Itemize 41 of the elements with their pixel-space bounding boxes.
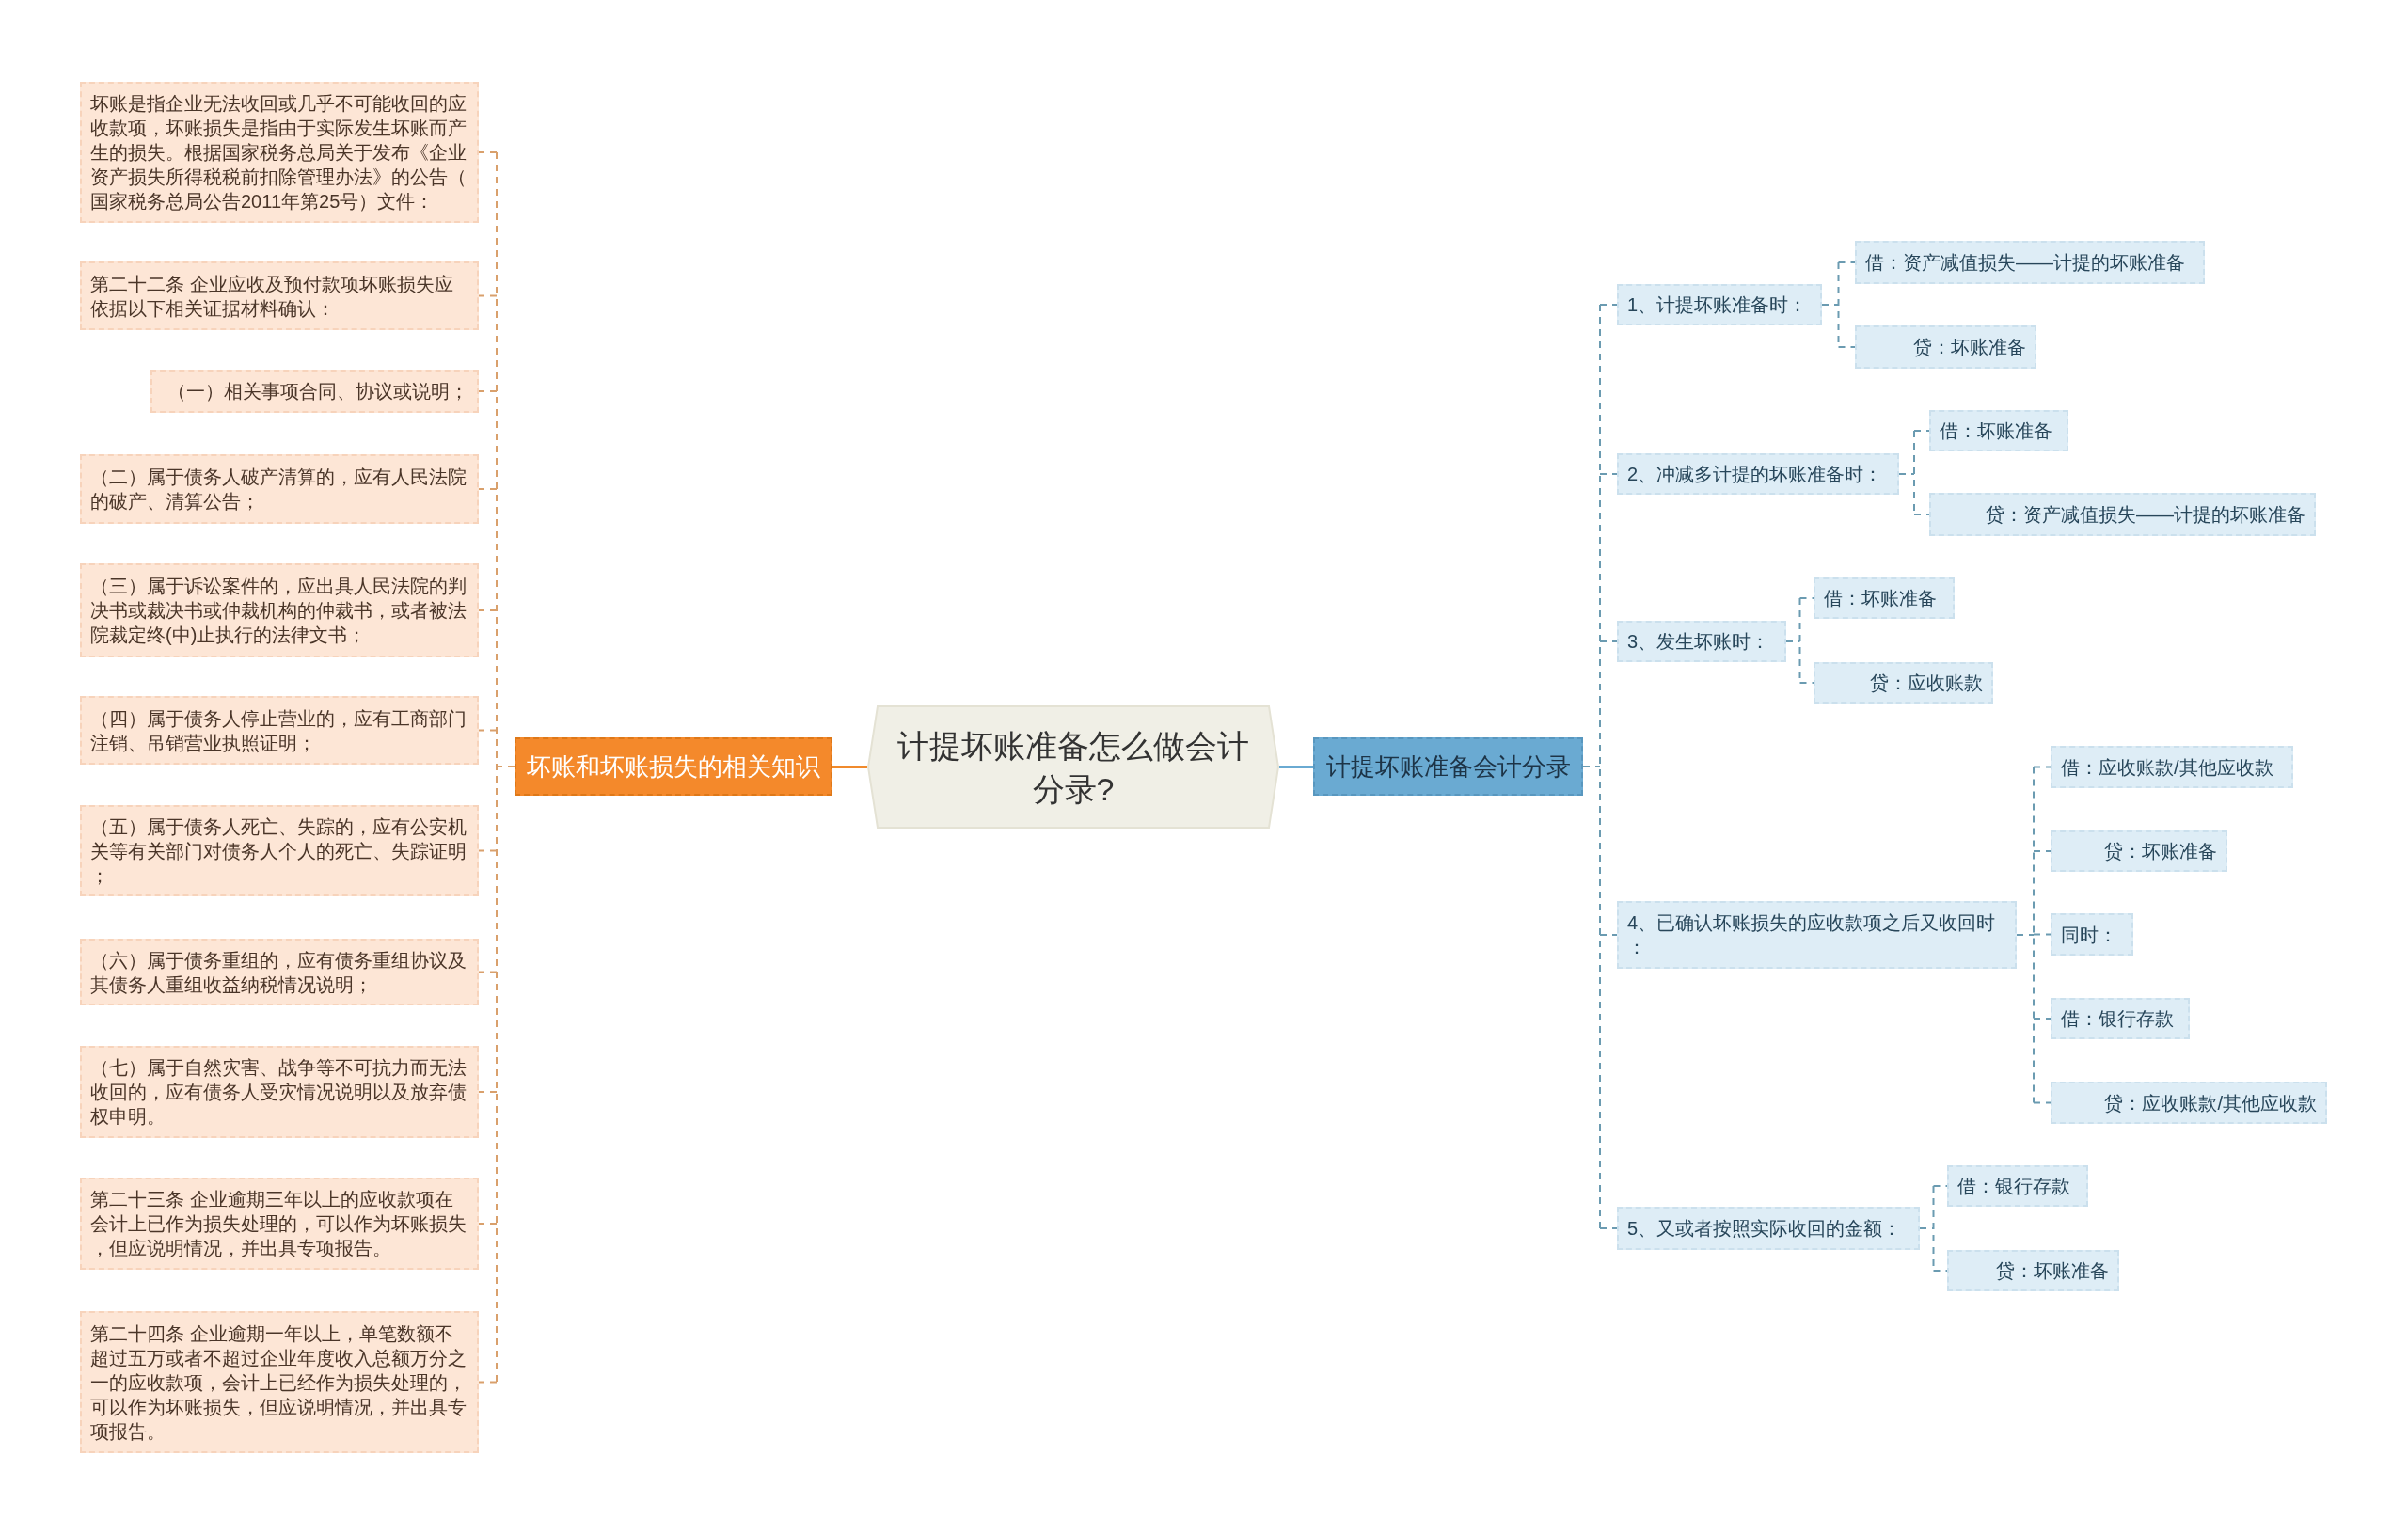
note-box: （五）属于债务人死亡、失踪的，应有公安机关等有关部门对债务人个人的死亡、失踪证明； bbox=[80, 805, 479, 896]
entry-box: 贷：坏账准备 bbox=[1947, 1250, 2119, 1291]
entry-box: 借：资产减值损失——计提的坏账准备 bbox=[1855, 241, 2205, 284]
entry-box: 借：银行存款 bbox=[1947, 1165, 2088, 1207]
entry-box: 借：应收账款/其他应收款 bbox=[2051, 746, 2293, 788]
connector-line bbox=[2016, 766, 2052, 1104]
entry-box: 贷：坏账准备 bbox=[1855, 325, 2036, 369]
entry-box: 5、又或者按照实际收回的金额： bbox=[1617, 1207, 1920, 1250]
entry-box: 贷：坏账准备 bbox=[2051, 830, 2227, 872]
entry-box: 贷：资产减值损失——计提的坏账准备 bbox=[1929, 493, 2316, 536]
connector-line bbox=[1821, 261, 1856, 348]
entry-box: 借：坏账准备 bbox=[1929, 410, 2068, 451]
note-box: 第二十三条 企业逾期三年以上的应收款项在会计上已作为损失处理的，可以作为坏账损失，但应说明情况，并出具专项报告。 bbox=[80, 1178, 479, 1270]
connector-line bbox=[1582, 304, 1618, 1229]
entry-box: 2、冲减多计提的坏账准备时： bbox=[1617, 453, 1899, 495]
note-box: 坏账是指企业无法收回或几乎不可能收回的应收款项，坏账损失是指由于实际发生坏账而产生的损失。根据国家税务总局关于发布《企业资产损失所得税税前扣除管理办法》的公告（国家税务总局公告2011年第25号）文件： bbox=[80, 82, 479, 223]
entry-box: 3、发生坏账时： bbox=[1617, 621, 1786, 662]
note-box: （四）属于债务人停止营业的，应有工商部门注销、吊销营业执照证明； bbox=[80, 696, 479, 765]
connector-line bbox=[1898, 430, 1930, 515]
entry-box: 贷：应收账款/其他应收款 bbox=[2051, 1082, 2327, 1124]
note-box: 第二十二条 企业应收及预付款项坏账损失应依据以下相关证据材料确认： bbox=[80, 261, 479, 330]
central-topic: 计提坏账准备怎么做会计分录? bbox=[867, 705, 1279, 829]
entry-box: 贷：应收账款 bbox=[1814, 662, 1993, 704]
connector-line bbox=[478, 151, 515, 1384]
note-box: （七）属于自然灾害、战争等不可抗力而无法收回的，应有债务人受灾情况说明以及放弃债权申明。 bbox=[80, 1046, 479, 1138]
entry-box: 借：坏账准备 bbox=[1814, 577, 1955, 619]
connector-line bbox=[1785, 597, 1814, 684]
note-box: （一）相关事项合同、协议或说明； bbox=[150, 370, 479, 413]
entry-box: 1、计提坏账准备时： bbox=[1617, 284, 1822, 325]
branch-topic: 坏账和坏账损失的相关知识 bbox=[515, 737, 832, 796]
entry-box: 借：银行存款 bbox=[2051, 998, 2190, 1039]
note-box: （二）属于债务人破产清算的，应有人民法院的破产、清算公告； bbox=[80, 454, 479, 524]
entry-box: 4、已确认坏账损失的应收款项之后又收回时： bbox=[1617, 901, 2017, 969]
connector-line bbox=[1919, 1185, 1948, 1272]
connector-line bbox=[832, 766, 867, 768]
note-box: （三）属于诉讼案件的，应出具人民法院的判决书或裁决书或仲裁机构的仲裁书，或者被法院裁定终(中)止执行的法律文书； bbox=[80, 563, 479, 657]
branch-topic: 计提坏账准备会计分录 bbox=[1313, 737, 1583, 796]
note-box: 第二十四条 企业逾期一年以上，单笔数额不超过五万或者不超过企业年度收入总额万分之一的应收款项，会计上已经作为损失处理的，可以作为坏账损失，但应说明情况，并出具专项报告。 bbox=[80, 1311, 479, 1453]
connector-line bbox=[1279, 766, 1313, 768]
entry-box: 同时： bbox=[2051, 913, 2133, 956]
note-box: （六）属于债务重组的，应有债务重组协议及其债务人重组收益纳税情况说明； bbox=[80, 939, 479, 1005]
